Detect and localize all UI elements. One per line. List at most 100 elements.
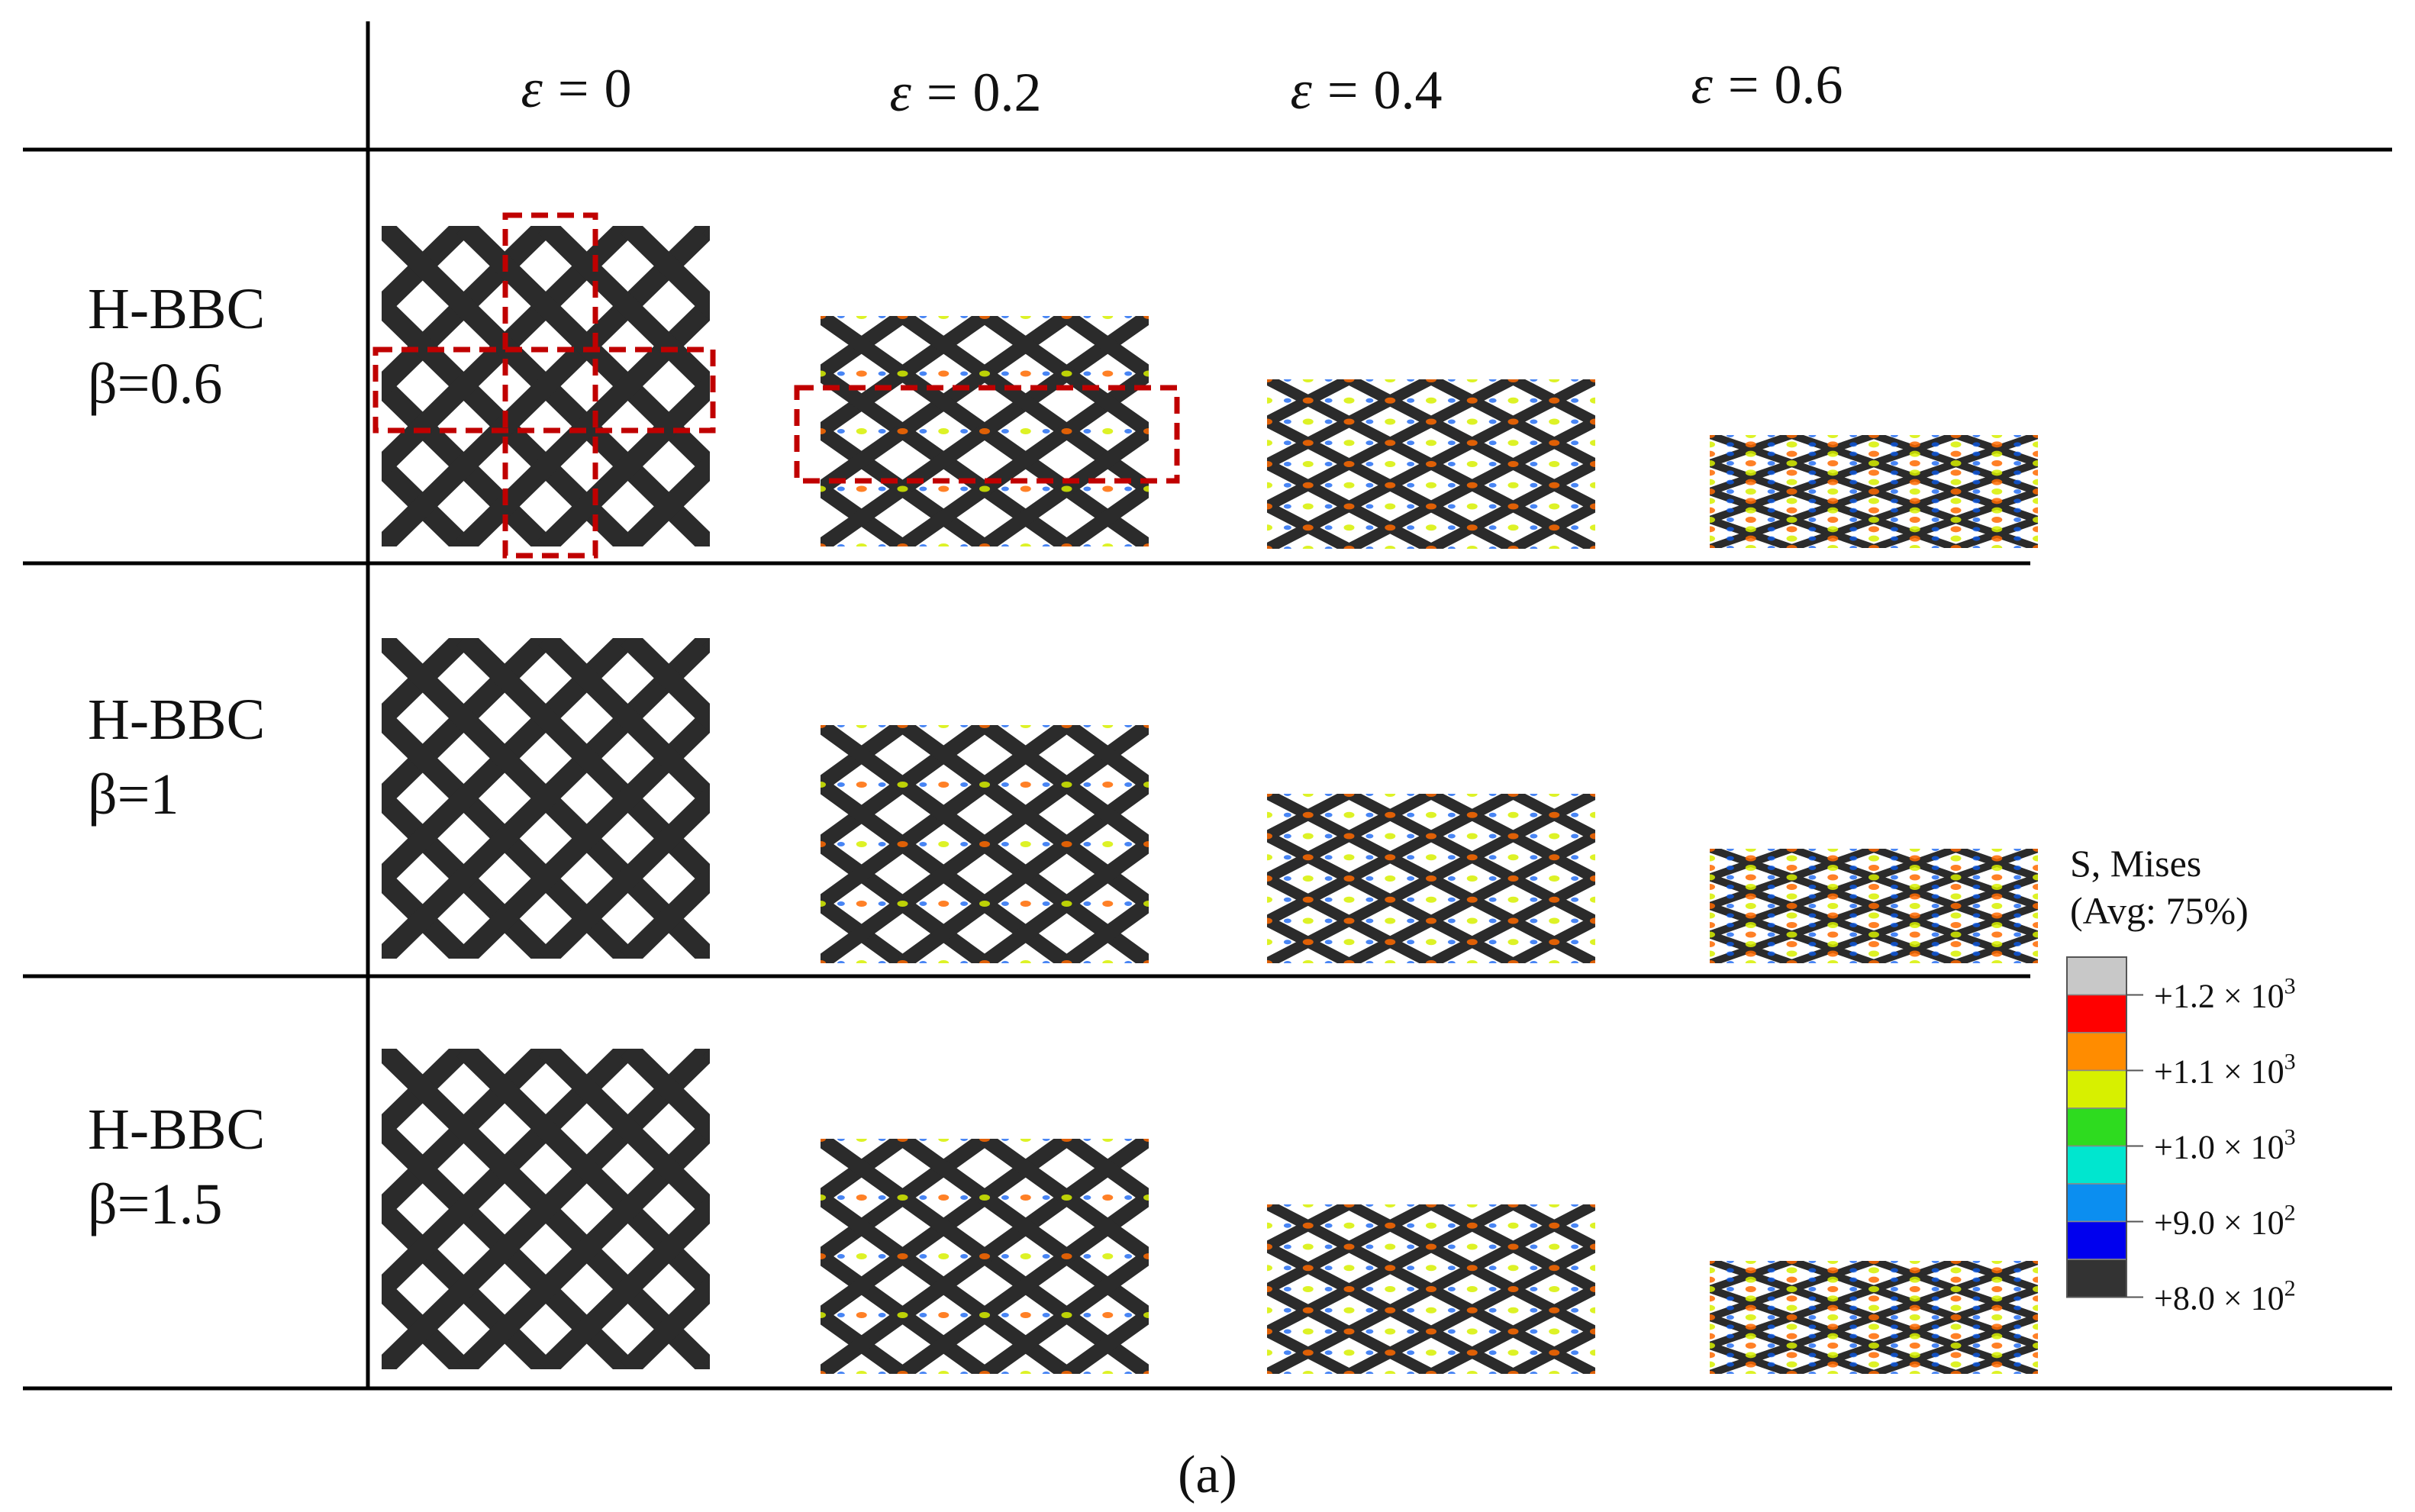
stress-hotspot xyxy=(1950,903,1962,909)
stress-coolspot xyxy=(1612,546,1620,551)
stress-hotspot xyxy=(1950,912,1962,919)
stress-hotspot xyxy=(1426,397,1436,404)
stress-coolspot xyxy=(1530,1350,1538,1356)
stress-hotspot xyxy=(1786,855,1798,862)
stress-hotspot xyxy=(1020,725,1031,728)
stress-coolspot xyxy=(1530,462,1538,466)
lattice-strut xyxy=(1954,435,2038,468)
stress-hotspot xyxy=(1302,833,1314,840)
stress-hotspot xyxy=(1827,441,1839,448)
stress-coolspot xyxy=(1365,546,1374,549)
stress-coolspot xyxy=(1124,901,1133,906)
stress-hotspot xyxy=(1868,912,1879,919)
stress-hotspot xyxy=(1868,1276,1879,1283)
stress-coolspot xyxy=(1849,470,1858,476)
lattice-strut xyxy=(1954,515,2038,548)
stress-hotspot xyxy=(1909,931,1920,938)
stress-coolspot xyxy=(1283,440,1291,446)
stress-hotspot xyxy=(1507,379,1519,382)
stress-coolspot xyxy=(1001,842,1009,846)
stress-coolspot xyxy=(1931,451,1939,456)
stress-coolspot xyxy=(1931,508,1939,513)
lattice-strut xyxy=(382,1049,472,1144)
stress-hotspot xyxy=(821,370,826,377)
legend-title-line1: S, Mises xyxy=(2070,842,2201,885)
stress-coolspot xyxy=(1571,1287,1579,1291)
stress-hotspot xyxy=(1549,546,1560,549)
stress-hotspot xyxy=(1710,874,1715,881)
legend-title-line2: (Avg: 75%) xyxy=(2070,889,2249,932)
stress-hotspot xyxy=(1267,917,1272,924)
stress-hotspot xyxy=(1385,794,1396,797)
stress-hotspot xyxy=(1385,875,1396,882)
row1-label-beta: β=0.6 xyxy=(88,352,223,416)
stress-coolspot xyxy=(837,316,845,318)
stress-coolspot xyxy=(1726,1305,1734,1311)
stress-hotspot xyxy=(1426,461,1436,467)
stress-coolspot xyxy=(1726,451,1734,456)
stress-hotspot xyxy=(1950,865,1962,871)
stress-hotspot xyxy=(1909,535,1920,542)
stress-coolspot xyxy=(2014,904,2022,908)
stress-coolspot xyxy=(1767,1305,1775,1311)
stress-coolspot xyxy=(1931,866,1939,870)
stress-coolspot xyxy=(1849,1315,1858,1320)
stress-coolspot xyxy=(1849,461,1858,466)
stress-coolspot xyxy=(1726,942,1734,946)
stress-coolspot xyxy=(1849,517,1858,522)
stress-hotspot xyxy=(1385,1307,1396,1314)
stress-hotspot xyxy=(1426,1204,1436,1207)
stress-hotspot xyxy=(1786,1295,1798,1302)
stress-coolspot xyxy=(1488,379,1497,382)
stress-hotspot xyxy=(821,725,826,728)
stress-coolspot xyxy=(1726,498,1734,504)
stress-coolspot xyxy=(1726,1352,1734,1358)
stress-coolspot xyxy=(1767,1261,1775,1263)
stress-coolspot xyxy=(1612,1265,1620,1270)
stress-hotspot xyxy=(1549,960,1560,963)
stress-coolspot xyxy=(1890,517,1898,522)
stress-coolspot xyxy=(1890,1287,1898,1291)
stress-coolspot xyxy=(1808,885,1817,889)
stress-coolspot xyxy=(1972,885,1981,889)
stress-coolspot xyxy=(2014,1324,2022,1330)
stress-coolspot xyxy=(1083,1195,1091,1200)
stress-coolspot xyxy=(1324,1223,1333,1228)
stress-coolspot xyxy=(878,782,886,787)
stress-coolspot xyxy=(1972,866,1981,870)
stress-hotspot xyxy=(856,316,867,319)
stress-coolspot xyxy=(1972,1343,1981,1348)
stress-hotspot xyxy=(1343,875,1355,882)
stress-coolspot xyxy=(1931,498,1939,504)
stress-hotspot xyxy=(2033,488,2038,495)
stress-hotspot xyxy=(1710,884,1715,890)
stress-coolspot xyxy=(1407,1350,1415,1356)
stress-hotspot xyxy=(979,485,990,492)
stress-coolspot xyxy=(1365,918,1374,924)
lattice-strut xyxy=(456,291,710,546)
lattice-strut xyxy=(382,371,553,546)
stress-hotspot xyxy=(1950,1323,1962,1330)
lattice-image xyxy=(1710,435,2038,548)
stress-hotspot xyxy=(1302,1204,1314,1207)
stress-coolspot xyxy=(1166,372,1173,376)
stress-hotspot xyxy=(1868,1267,1879,1274)
stress-coolspot xyxy=(1808,894,1817,899)
stress-coolspot xyxy=(1808,923,1817,927)
stress-hotspot xyxy=(1102,901,1114,907)
stress-hotspot xyxy=(1786,893,1798,900)
stress-coolspot xyxy=(1042,316,1050,318)
stress-coolspot xyxy=(837,486,845,492)
stress-hotspot xyxy=(1267,524,1272,531)
stress-coolspot xyxy=(1324,833,1333,839)
stress-coolspot xyxy=(2055,942,2062,946)
stress-hotspot xyxy=(1302,917,1314,924)
stress-hotspot xyxy=(1991,450,2003,457)
stress-coolspot xyxy=(1849,546,1858,548)
stress-hotspot xyxy=(897,1253,908,1259)
stress-coolspot xyxy=(919,961,927,963)
legend-label: +1.1 × 103 xyxy=(2154,1049,2296,1091)
lattice-strut xyxy=(382,638,636,894)
stress-hotspot xyxy=(1950,507,1962,514)
stress-coolspot xyxy=(2055,1352,2062,1357)
